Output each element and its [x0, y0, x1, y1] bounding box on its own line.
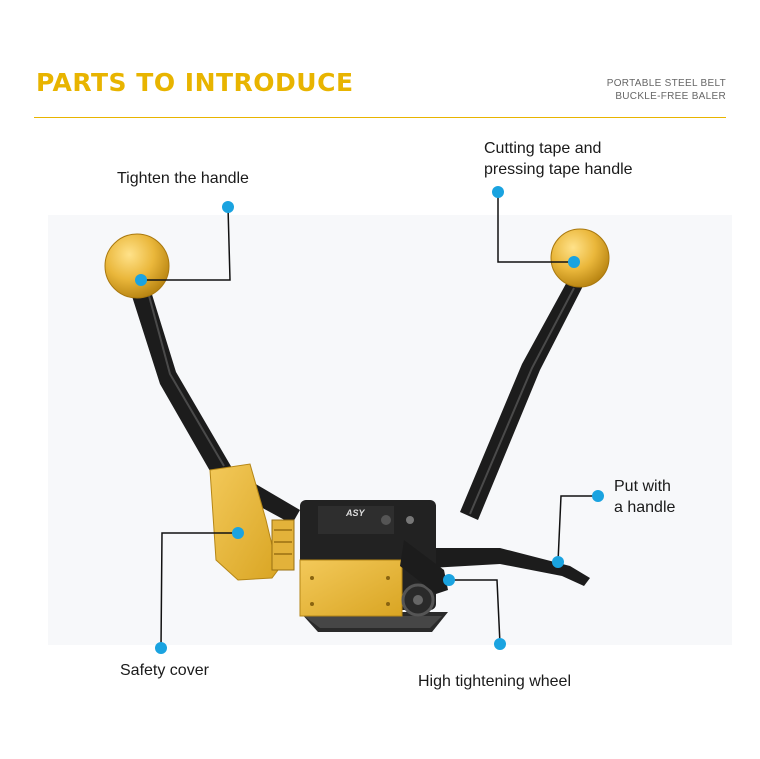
callout-dot: [568, 256, 580, 268]
callout-dot: [494, 638, 506, 650]
label-cutting-line-2: pressing tape handle: [484, 161, 633, 178]
callout-dot: [443, 574, 455, 586]
callout-dot: [492, 186, 504, 198]
side-lever: [430, 548, 590, 586]
callout-dot: [592, 490, 604, 502]
leader-line-tighten: [141, 206, 231, 281]
label-put-handle-line-2: a handle: [614, 499, 676, 516]
callout-dots: [135, 186, 604, 654]
leader-line-safety: [160, 532, 238, 649]
tighten-handle-knob: [104, 233, 170, 299]
label-safety-cover: Safety cover: [120, 662, 209, 679]
tool-body: ASY: [299, 500, 448, 617]
leader-line-wheel: [449, 579, 501, 645]
tighten-handle: [104, 233, 300, 524]
subtitle-line-2: BUCKLE-FREE BALER: [615, 91, 726, 102]
callout-dot: [552, 556, 564, 568]
label-high-tightening-wheel: High tightening wheel: [418, 673, 571, 690]
label-put-with-handle: Put with a handle: [614, 476, 675, 518]
leader-lines: [141, 192, 598, 649]
leader-line-cutting: [497, 192, 574, 263]
cutting-handle-knob: [550, 228, 610, 288]
label-cutting-line-1: Cutting tape and: [484, 140, 602, 157]
header-divider: [34, 117, 726, 118]
page-title: PARTS TO INTRODUCE: [36, 68, 354, 97]
base-plate: [300, 612, 448, 632]
page-subtitle: PORTABLE STEEL BELT BUCKLE-FREE BALER: [607, 77, 726, 103]
label-put-handle-line-1: Put with: [614, 478, 671, 495]
leader-line-put-handle: [557, 495, 598, 563]
safety-cover-part: [209, 463, 295, 581]
callout-dot: [232, 527, 244, 539]
label-tighten-handle: Tighten the handle: [117, 170, 249, 187]
label-cutting-pressing-handle: Cutting tape and pressing tape handle: [484, 138, 633, 180]
callout-dot: [222, 201, 234, 213]
callout-dot: [135, 274, 147, 286]
callout-dot: [155, 642, 167, 654]
subtitle-line-1: PORTABLE STEEL BELT: [606, 78, 726, 89]
product-plate-label: ASY: [345, 508, 366, 518]
cutting-pressing-handle: [460, 228, 610, 520]
